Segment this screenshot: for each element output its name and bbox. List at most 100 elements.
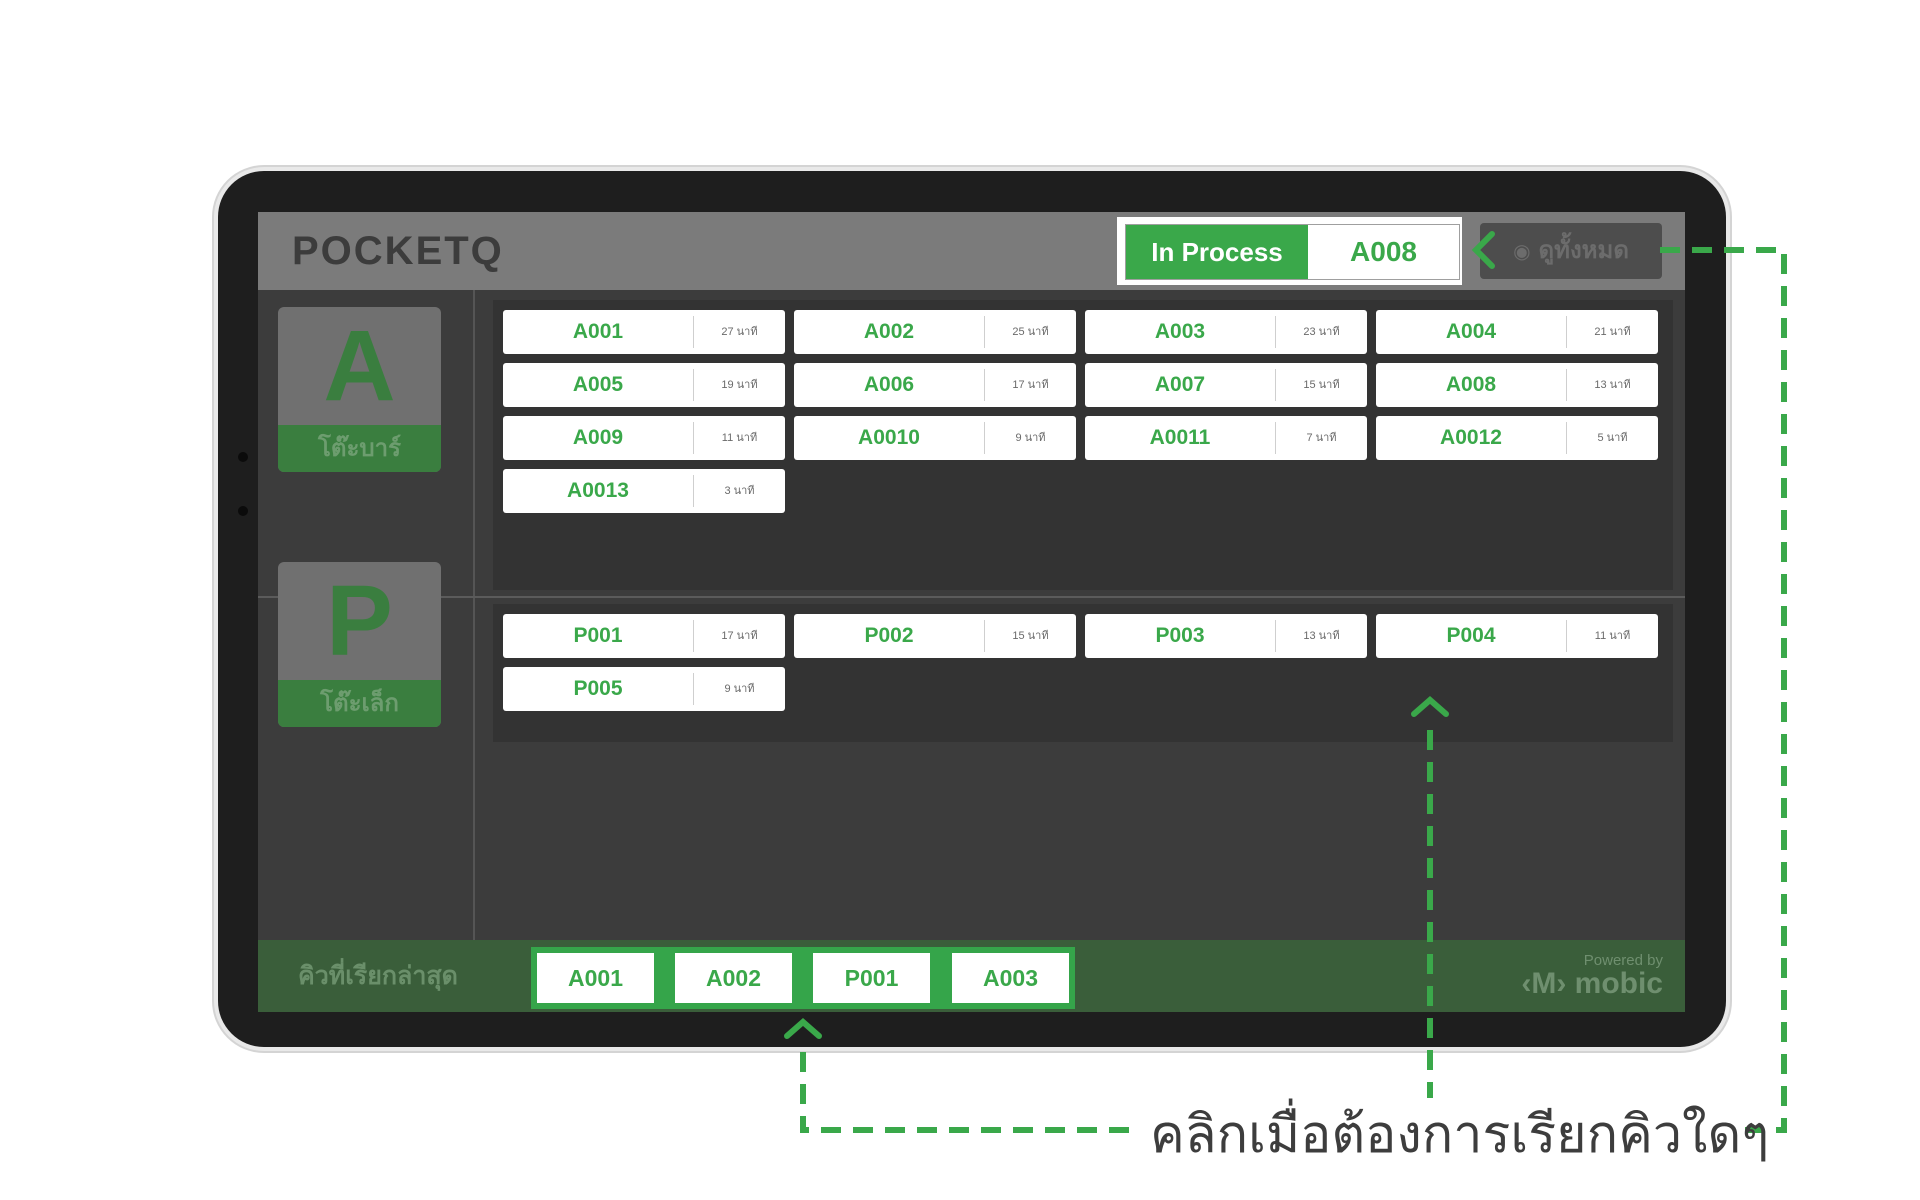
ticket-divider bbox=[1275, 620, 1276, 652]
queue-ticket[interactable]: A008 13 นาที bbox=[1376, 363, 1658, 407]
category-name: โต๊ะเล็ก bbox=[278, 680, 441, 727]
ticket-divider bbox=[984, 422, 985, 454]
wait-time: 19 นาที bbox=[721, 379, 758, 391]
wait-time: 25 นาที bbox=[1012, 326, 1049, 338]
annotation-dashed-lines bbox=[800, 247, 1787, 1133]
arrow-up-icon bbox=[1411, 696, 1449, 717]
view-all-button[interactable]: ◉ดูทั้งหมด bbox=[1480, 223, 1662, 279]
side-button bbox=[238, 452, 248, 462]
ticket-divider bbox=[1566, 620, 1567, 652]
queue-ticket[interactable]: A0013 3 นาที bbox=[503, 469, 785, 513]
wait-time: 9 นาที bbox=[724, 683, 755, 695]
queue-id: A0011 bbox=[1149, 426, 1211, 449]
pocketq-logo: POCKETQ bbox=[292, 226, 504, 276]
queue-id: A001 bbox=[572, 320, 624, 343]
ticket-divider bbox=[693, 369, 694, 401]
ticket-divider bbox=[1275, 422, 1276, 454]
annotation-arrows bbox=[784, 231, 1495, 1039]
mobic-logo: ‹M› mobic bbox=[1521, 967, 1663, 1000]
queue-id: A007 bbox=[1154, 373, 1206, 396]
powered-by-label: Powered by bbox=[1583, 952, 1663, 969]
wait-time: 5 นาที bbox=[1597, 432, 1628, 444]
ticket-divider bbox=[693, 316, 694, 348]
queue-id: A003 bbox=[1154, 320, 1206, 343]
queue-id: A009 bbox=[572, 426, 624, 449]
queue-ticket[interactable]: P005 9 นาที bbox=[503, 667, 785, 711]
queue-ticket[interactable]: P001 17 นาที bbox=[503, 614, 785, 658]
arrow-left-icon bbox=[1471, 231, 1495, 269]
app-screen: POCKETQ In Process A008 ◉ดูทั้งหมด A โต๊… bbox=[258, 212, 1685, 1012]
side-button bbox=[238, 506, 248, 516]
recent-queue-item[interactable]: A001 bbox=[537, 953, 654, 1003]
view-all-label: ดูทั้งหมด bbox=[1538, 237, 1629, 264]
recent-queue-item[interactable]: P001 bbox=[813, 953, 930, 1003]
ticket-divider bbox=[984, 369, 985, 401]
queue-id: A008 bbox=[1445, 373, 1497, 396]
wait-time: 17 นาที bbox=[1012, 379, 1049, 391]
in-process-panel: In Process A008 bbox=[1117, 217, 1462, 285]
wait-time: 13 นาที bbox=[1303, 630, 1340, 642]
category-card-a[interactable]: A โต๊ะบาร์ bbox=[278, 307, 441, 472]
ticket-divider bbox=[693, 620, 694, 652]
recent-queue-item[interactable]: A003 bbox=[952, 953, 1069, 1003]
ticket-divider bbox=[1566, 316, 1567, 348]
recent-queues-list: A001 A002 P001 A003 bbox=[531, 947, 1075, 1009]
ticket-divider bbox=[1566, 422, 1567, 454]
wait-time: 7 นาที bbox=[1306, 432, 1337, 444]
queue-ticket[interactable]: A009 11 นาที bbox=[503, 416, 785, 460]
current-queue-number[interactable]: A008 bbox=[1350, 236, 1417, 267]
queue-ticket[interactable]: A007 15 นาที bbox=[1085, 363, 1367, 407]
wait-time: 9 นาที bbox=[1015, 432, 1046, 444]
queue-id: P002 bbox=[864, 624, 914, 647]
ticket-divider bbox=[1275, 369, 1276, 401]
queue-ticket[interactable]: A0012 5 นาที bbox=[1376, 416, 1658, 460]
ticket-divider bbox=[693, 673, 694, 705]
dashed-line-right bbox=[1660, 247, 1787, 1133]
wait-time: 3 นาที bbox=[724, 485, 755, 497]
queue-ticket[interactable]: A003 23 นาที bbox=[1085, 310, 1367, 354]
ticket-divider bbox=[693, 422, 694, 454]
top-bar: POCKETQ In Process A008 ◉ดูทั้งหมด bbox=[258, 212, 1685, 290]
wait-time: 15 นาที bbox=[1303, 379, 1340, 391]
category-card-p[interactable]: P โต๊ะเล็ก bbox=[278, 562, 441, 727]
wait-time: 23 นาที bbox=[1303, 326, 1340, 338]
ticket-divider bbox=[1566, 369, 1567, 401]
category-name: โต๊ะบาร์ bbox=[278, 425, 441, 472]
wait-time: 11 นาที bbox=[721, 432, 758, 444]
ticket-divider bbox=[984, 620, 985, 652]
wait-time: 15 นาที bbox=[1012, 630, 1049, 642]
queue-id: P005 bbox=[573, 677, 623, 700]
wait-time: 17 นาที bbox=[721, 630, 758, 642]
recent-queues-label: คิวที่เรียกล่าสุด bbox=[298, 962, 458, 990]
queue-ticket[interactable]: P003 13 นาที bbox=[1085, 614, 1367, 658]
queue-id: A005 bbox=[572, 373, 624, 396]
queue-id: A0012 bbox=[1440, 426, 1502, 449]
ticket-divider bbox=[693, 475, 694, 507]
annotation-callout: คลิกเมื่อต้องการเรียกคิวใดๆ bbox=[1150, 1106, 1770, 1164]
queue-id: A0010 bbox=[858, 426, 920, 449]
queue-ticket[interactable]: P002 15 นาที bbox=[794, 614, 1076, 658]
wait-time: 21 นาที bbox=[1594, 326, 1631, 338]
queue-ticket[interactable]: A0011 7 นาที bbox=[1085, 416, 1367, 460]
queue-ticket[interactable]: A0010 9 นาที bbox=[794, 416, 1076, 460]
queue-id: A0013 bbox=[567, 479, 629, 502]
arrow-up-icon bbox=[784, 1018, 822, 1039]
queue-id: P003 bbox=[1155, 624, 1205, 647]
queue-id: P001 bbox=[573, 624, 623, 647]
dashed-line-left bbox=[800, 1052, 1130, 1133]
category-letter: A bbox=[323, 310, 396, 422]
footer-bar: คิวที่เรียกล่าสุด A001 A002 P001 A003 Po… bbox=[258, 940, 1685, 1012]
queue-ticket[interactable]: A005 19 นาที bbox=[503, 363, 785, 407]
wait-time: 11 นาที bbox=[1594, 630, 1631, 642]
recent-queue-item[interactable]: A002 bbox=[675, 953, 792, 1003]
wait-time: 13 นาที bbox=[1594, 379, 1631, 391]
ticket-divider bbox=[984, 316, 985, 348]
